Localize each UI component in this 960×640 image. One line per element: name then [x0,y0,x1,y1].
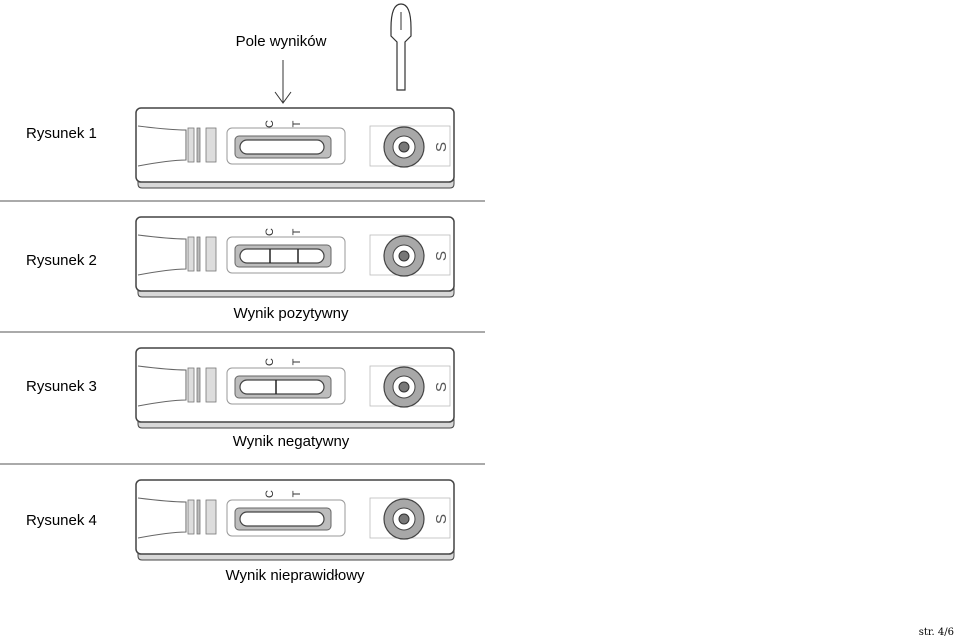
figure-label: Rysunek 2 [26,252,97,269]
figure-caption: Wynik negatywny [233,433,350,450]
figure-4: Rysunek 4 C T S Wynik nieprawidłowy [26,479,455,584]
figure-2: Rysunek 2 C T S Wynik pozytywny [26,216,455,322]
sample-mark: S [433,514,450,524]
control-mark: C [264,358,276,366]
sample-mark: S [433,142,450,152]
page-number: str. 4/6 [918,627,954,638]
test-mark: T [291,228,303,235]
figure-caption: Wynik pozytywny [234,305,349,322]
control-mark: C [264,490,276,498]
test-mark: T [291,490,303,497]
test-mark: T [291,120,303,127]
result-window-label: Pole wyników [236,33,327,50]
arrow-icon [274,60,292,104]
sample-mark: S [433,382,450,392]
figure-label: Rysunek 3 [26,378,97,395]
figure-3: Rysunek 3 C T S Wynik negatywny [26,347,455,450]
figure-label: Rysunek 4 [26,512,97,529]
control-mark: C [264,228,276,236]
figure-1: Rysunek 1 C T S [26,107,455,189]
figure-label: Rysunek 1 [26,125,97,142]
figure-caption: Wynik nieprawidłowy [225,567,365,584]
test-mark: T [291,358,303,365]
sample-mark: S [433,251,450,261]
control-mark: C [264,120,276,128]
dropper-icon [390,3,412,91]
